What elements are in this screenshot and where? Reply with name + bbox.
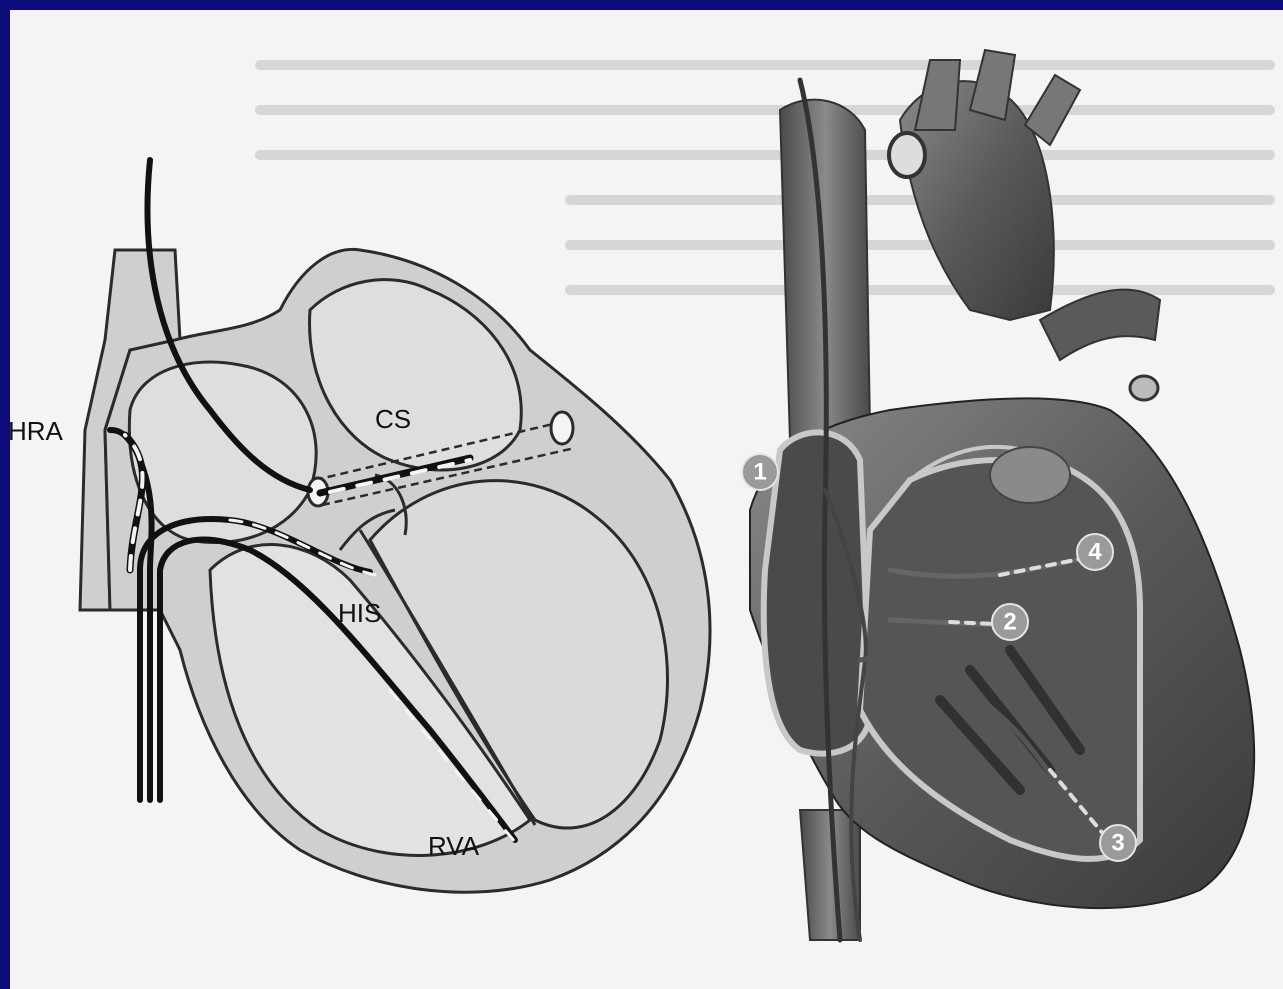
slide-frame: HRA CS HIS RVA	[10, 10, 1283, 989]
schematic-diagram: HRA CS HIS RVA	[10, 160, 710, 892]
marker-3-label: 3	[1111, 830, 1124, 857]
label-his: HIS	[338, 598, 381, 628]
anatomical-illustration: 1 2 3 4	[742, 50, 1254, 940]
right-atrium-cutaway	[764, 432, 870, 753]
heart-catheter-figure: HRA CS HIS RVA	[10, 10, 1283, 989]
marker-4-label: 4	[1088, 539, 1102, 566]
schematic-right-atrium	[129, 362, 316, 543]
marker-1-label: 1	[753, 459, 766, 486]
background-text-lines	[260, 65, 1270, 290]
label-rva: RVA	[428, 831, 480, 861]
marker-2-label: 2	[1003, 609, 1016, 636]
label-hra: HRA	[10, 416, 64, 446]
label-cs: CS	[375, 404, 411, 434]
